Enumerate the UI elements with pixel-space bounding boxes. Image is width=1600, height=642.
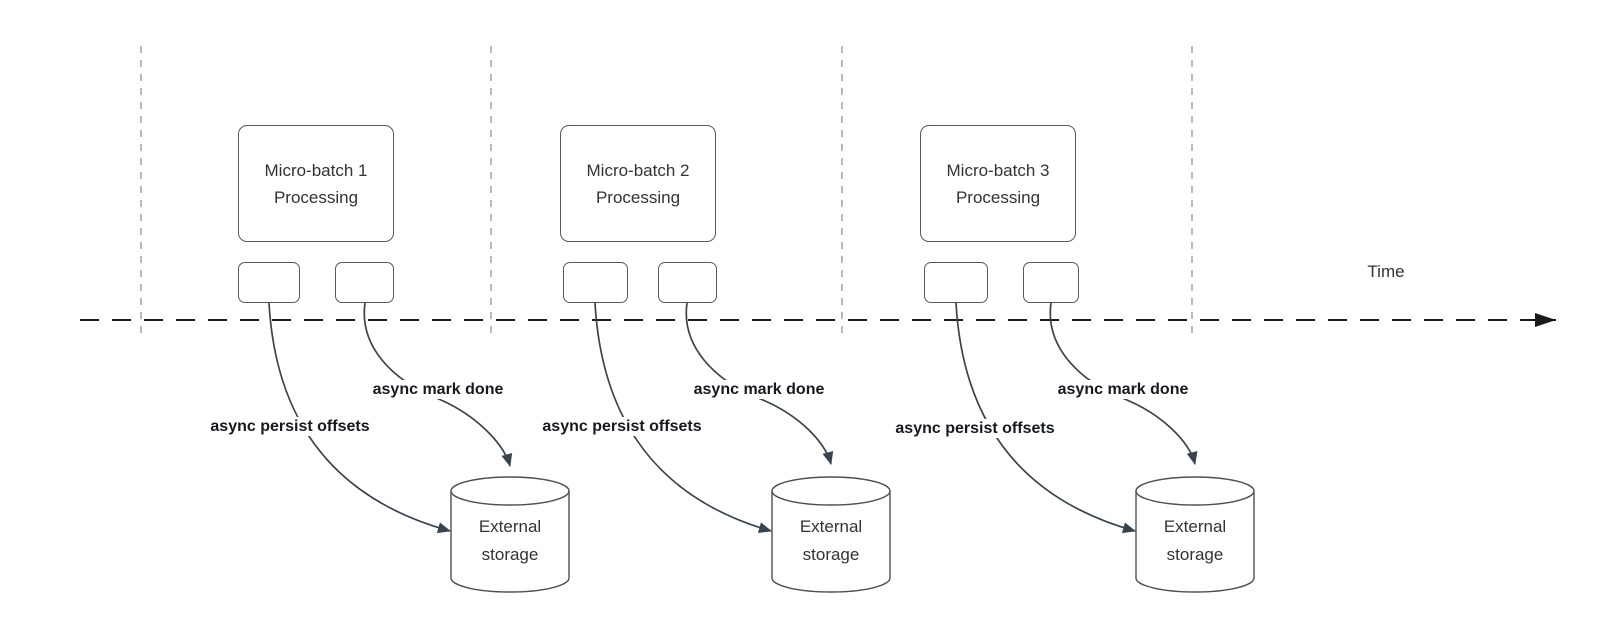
persist-offsets-arrow-3 xyxy=(955,302,1136,534)
external-storage-cylinder-3 xyxy=(1135,476,1255,593)
persist-offsets-label-3: async persist offsets xyxy=(892,419,1058,438)
external-storage-cylinder-1 xyxy=(450,476,570,593)
external-storage-label-1-line1: External xyxy=(478,517,542,536)
micro-batch-1-box: Micro-batch 1 Processing xyxy=(238,125,394,242)
time-axis-label: Time xyxy=(1367,262,1405,281)
micro-batch-2-box: Micro-batch 2 Processing xyxy=(560,125,716,242)
persist-offsets-label-1: async persist offsets xyxy=(207,417,373,436)
external-storage-label-2: External storage xyxy=(766,513,896,569)
persist-task-chip-1 xyxy=(238,262,300,303)
micro-batch-3-title-line2: Processing xyxy=(955,187,1041,207)
mark-done-task-chip-3 xyxy=(1023,262,1079,303)
mark-done-label-1: async mark done xyxy=(369,380,507,399)
micro-batch-2-title-line1: Micro-batch 2 xyxy=(586,160,690,180)
persist-offsets-label-2: async persist offsets xyxy=(539,417,705,436)
cylinder-body xyxy=(450,491,570,593)
persist-task-chip-2 xyxy=(563,262,628,303)
external-storage-label-1: External storage xyxy=(445,513,575,569)
cylinder-body xyxy=(771,491,891,593)
external-storage-label-3-line1: External xyxy=(1163,517,1227,536)
micro-batch-2-title-line2: Processing xyxy=(595,187,681,207)
cylinder-top xyxy=(771,476,891,506)
cylinder-top xyxy=(1135,476,1255,506)
mark-done-task-chip-2 xyxy=(658,262,717,303)
external-storage-label-3: External storage xyxy=(1130,513,1260,569)
micro-batch-1-title-line2: Processing xyxy=(273,187,359,207)
mark-done-label-2: async mark done xyxy=(690,380,828,399)
persist-task-chip-3 xyxy=(924,262,988,303)
micro-batch-3-box: Micro-batch 3 Processing xyxy=(920,125,1076,242)
mark-done-task-chip-1 xyxy=(335,262,394,303)
external-storage-label-2-line1: External xyxy=(799,517,863,536)
external-storage-label-3-line2: storage xyxy=(1166,545,1224,564)
micro-batch-3-title-line1: Micro-batch 3 xyxy=(946,160,1050,180)
external-storage-label-2-line2: storage xyxy=(802,545,860,564)
cylinder-body xyxy=(1135,491,1255,593)
cylinder-top xyxy=(450,476,570,506)
mark-done-arrow-1 xyxy=(363,302,513,467)
external-storage-label-1-line2: storage xyxy=(481,545,539,564)
external-storage-cylinder-2 xyxy=(771,476,891,593)
mark-done-label-3: async mark done xyxy=(1054,380,1192,399)
micro-batch-1-title-line1: Micro-batch 1 xyxy=(264,160,368,180)
